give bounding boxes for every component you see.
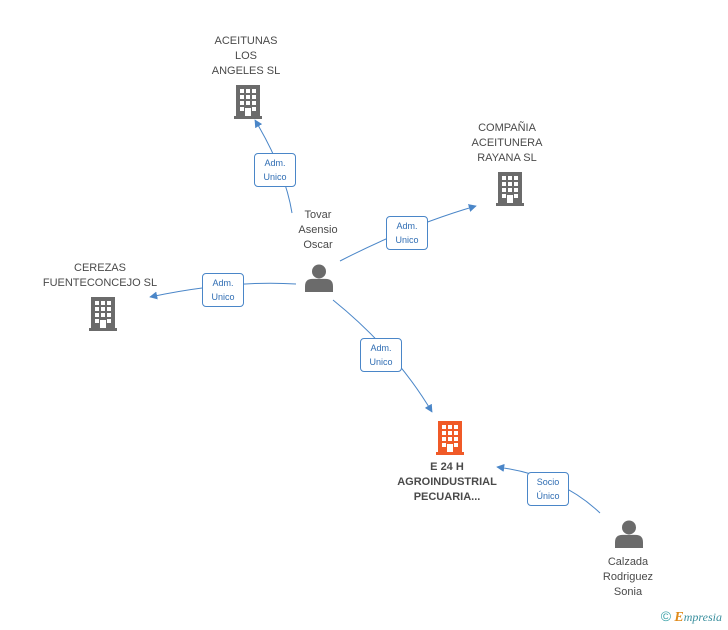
label-line: FUENTECONCEJO SL — [42, 277, 158, 289]
label-line: COMPAÑIA — [478, 122, 536, 134]
label-line: E 24 H — [430, 461, 464, 473]
label-line: Tovar — [304, 209, 332, 221]
brand-name: mpresia — [683, 610, 722, 624]
node-label-tovar[interactable]: Tovar Asensio Oscar — [278, 208, 358, 253]
label-line: RAYANA SL — [477, 152, 537, 164]
edge-label-e24h[interactable]: Adm. Unico — [360, 338, 402, 372]
edge-label-compania[interactable]: Adm. Unico — [386, 216, 428, 250]
edge-label-line: Unico — [395, 235, 419, 245]
label-line: ACEITUNERA — [471, 137, 543, 149]
label-line: Calzada — [607, 556, 649, 568]
edge-label-line: Adm. — [212, 278, 234, 288]
copyright-symbol: © — [660, 608, 672, 624]
edge-label-line: Unico — [263, 172, 287, 182]
node-label-e24h[interactable]: E 24 H AGROINDUSTRIAL PECUARIA... — [390, 460, 504, 505]
label-line: Oscar — [303, 239, 333, 251]
label-line: PECUARIA... — [413, 491, 481, 503]
person-icon[interactable] — [305, 264, 333, 292]
label-line: CEREZAS — [74, 262, 126, 274]
building-icon[interactable] — [496, 172, 524, 206]
edge-label-line: Adm. — [396, 221, 418, 231]
edge-label-line: Unico — [369, 357, 393, 367]
label-line: LOS — [234, 50, 257, 62]
building-icon[interactable] — [234, 85, 262, 119]
node-label-compania[interactable]: COMPAÑIA ACEITUNERA RAYANA SL — [452, 121, 562, 166]
edge-label-aceitunas[interactable]: Adm. Unico — [254, 153, 296, 187]
edge-label-line: Unico — [211, 292, 235, 302]
node-label-aceitunas[interactable]: ACEITUNAS LOS ANGELES SL — [196, 34, 296, 79]
brand-initial: E — [674, 610, 684, 625]
edge-label-line: Único — [536, 491, 560, 501]
edge-label-line: Adm. — [370, 343, 392, 353]
label-line: ACEITUNAS — [214, 35, 278, 47]
building-icon[interactable] — [89, 297, 117, 331]
node-label-cerezas[interactable]: CEREZAS FUENTECONCEJO SL — [38, 261, 162, 291]
edge-label-calzada[interactable]: Socio Único — [527, 472, 569, 506]
person-icon[interactable] — [615, 520, 643, 548]
edge-label-line: Adm. — [264, 158, 286, 168]
edge-label-line: Socio — [536, 477, 560, 487]
edge-label-cerezas[interactable]: Adm. Unico — [202, 273, 244, 307]
label-line: AGROINDUSTRIAL — [397, 476, 497, 488]
label-line: Rodriguez — [602, 571, 654, 583]
building-icon[interactable] — [436, 421, 464, 455]
node-label-calzada[interactable]: Calzada Rodriguez Sonia — [588, 555, 668, 600]
footer-brand: © Empresia — [661, 608, 722, 626]
label-line: ANGELES SL — [211, 65, 281, 77]
label-line: Sonia — [613, 586, 643, 598]
label-line: Asensio — [298, 224, 338, 236]
